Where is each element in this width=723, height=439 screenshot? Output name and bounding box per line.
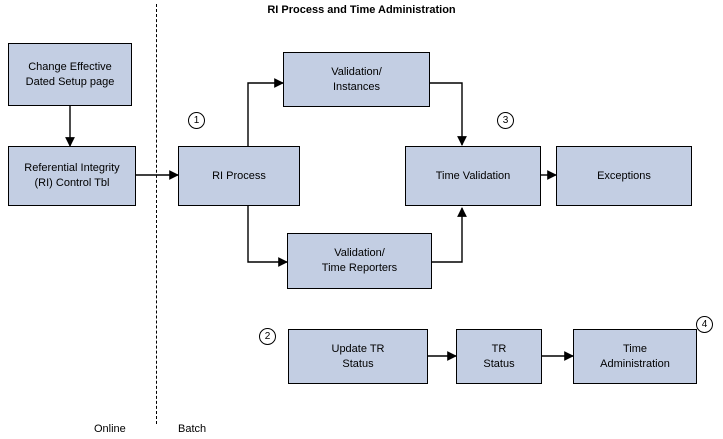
box-exceptions[interactable]: Exceptions [556,146,692,206]
online-batch-divider [156,4,157,424]
step-marker-1: 1 [188,112,205,129]
step-marker-3: 3 [497,112,514,129]
box-validation-instances-label: Validation/Instances [331,65,382,93]
box-validation-time-reporters-label: Validation/Time Reporters [321,247,398,274]
step-marker-4-label: 4 [701,319,708,330]
box-ri-process-label: RI Process [212,169,266,182]
box-validation-instances[interactable]: Validation/Instances [283,52,430,107]
step-marker-3-label: 3 [502,115,509,126]
step-marker-2: 2 [259,328,276,345]
box-time-validation[interactable]: Time Validation [405,146,541,206]
box-validation-time-reporters[interactable]: Validation/Time Reporters [287,233,432,289]
step-marker-1-label: 1 [193,115,200,126]
box-referential-integrity-control-tbl[interactable]: Referential Integrity(RI) Control Tbl [8,146,136,206]
caption-batch: Batch [178,423,207,435]
box-exceptions-label: Exceptions [597,169,651,182]
step-marker-2-label: 2 [264,331,271,342]
box-time-validation-label: Time Validation [435,169,511,182]
caption-online: Online [94,423,126,435]
box-ri-process[interactable]: RI Process [178,146,300,206]
diagram-title: RI Process and Time Administration [267,4,456,16]
step-marker-4: 4 [696,316,713,333]
box-referential-integrity-control-tbl-label: Referential Integrity(RI) Control Tbl [24,162,120,189]
